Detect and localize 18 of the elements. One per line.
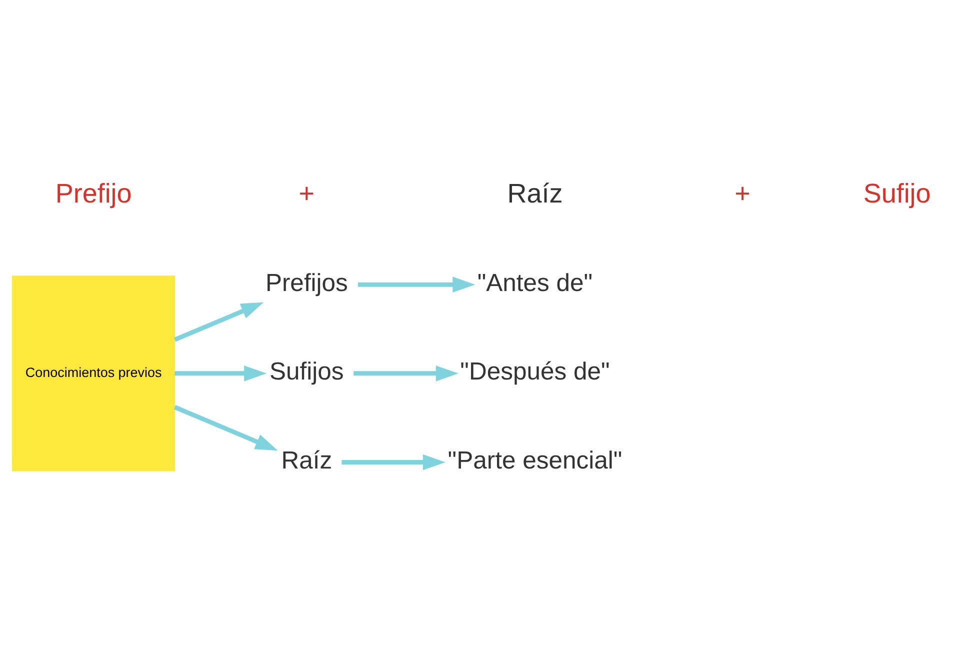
- label: +: [734, 178, 750, 208]
- node-text: "Antes de": [477, 269, 593, 296]
- arrow: [354, 365, 458, 381]
- arrow: [174, 302, 264, 342]
- arrow: [342, 454, 446, 470]
- node-text: "Después de": [460, 358, 610, 386]
- arrow: [358, 276, 476, 292]
- label: Raíz: [507, 178, 563, 208]
- label: Prefijo: [55, 178, 132, 208]
- label: Sufijo: [863, 178, 931, 208]
- arrow: [174, 404, 278, 450]
- node-box: Conocimientos previos: [12, 275, 176, 471]
- node-text: Raíz: [281, 447, 332, 474]
- arrow: [174, 365, 267, 381]
- node-text: Sufijos: [270, 358, 344, 386]
- label: +: [298, 178, 315, 208]
- node-text: Prefijos: [265, 269, 348, 296]
- node-text: "Parte esencial": [448, 447, 622, 474]
